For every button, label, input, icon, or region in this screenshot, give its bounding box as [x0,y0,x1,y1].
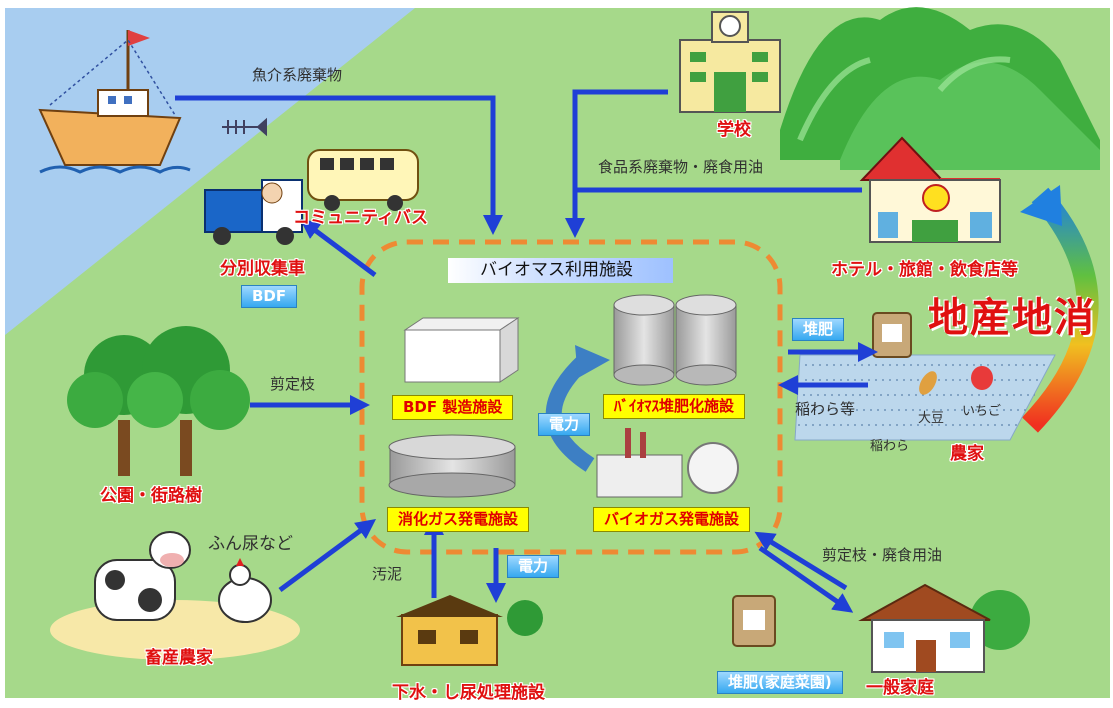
school-label: 学校 [717,120,751,140]
livestock-icon [50,531,300,660]
bdf-fuel-label: BDF [241,285,298,308]
compost-tanks [613,294,737,386]
community-bus-icon [307,149,419,211]
park-label: 公園・街路樹 [100,486,202,506]
fish-bone-icon [222,117,267,137]
seafood-waste-label: 魚介系廃棄物 [252,66,343,84]
biogas-plant-icon [596,428,739,498]
digestion-tank [388,434,516,498]
power-label: 電力 [538,413,591,436]
bdf-plant-label: BDF 製造施設 [392,395,514,420]
sludge-label: 汚泥 [372,565,403,583]
hotel-restaurant-icon [859,136,1001,243]
manure-label: ふん尿など [208,534,293,554]
sewage-plant-icon [396,595,543,666]
hotel-label: ホテル・旅館・飲食店等 [831,260,1018,280]
local-consumption-arc [1022,187,1099,433]
rice-straw-label: 稲わら [870,439,910,454]
compost-plant-label: ﾊﾞｲｵﾏｽ堆肥化施設 [603,394,746,419]
household-compost-label: 堆肥(家庭菜園) [717,671,843,694]
school-icon [679,11,781,113]
bdf-plant-box [403,317,520,383]
garbage-truck-icon [204,179,303,245]
fishing-ship-icon [38,30,191,174]
compost-bag-icon-household [732,595,776,647]
compost-bag-icon [872,312,912,358]
pruned-branches-label: 剪定枝 [270,375,316,393]
household-label: 一般家庭 [866,678,934,698]
sewage-label: 下水・し尿処理施設 [392,683,545,703]
biogas-plant-label: バイオガス発電施設 [593,507,751,532]
park-trees-icon [67,326,250,476]
facility-title: バイオマス利用施設 [448,258,673,283]
household-flow-label: 剪定枝・廃食用油 [822,546,943,564]
farm-compost-label: 堆肥 [792,318,845,341]
livestock-label: 畜産農家 [145,648,213,668]
strawberry-label: いちご [962,404,1002,419]
farm-field [794,354,1056,441]
bus-label: コミュニティバス [293,208,428,228]
straw-flow-label: 稲わら等 [795,400,856,418]
house-icon [858,583,1030,673]
soybean-label: 大豆 [918,411,945,426]
food-waste-label: 食品系廃棄物・廃食用油 [598,158,764,176]
sewage-power-label: 電力 [507,555,560,578]
farm-label: 農家 [950,444,984,464]
local-consumption-slogan: 地産地消 [928,294,1096,341]
digestion-gas-plant-label: 消化ガス発電施設 [387,507,530,532]
truck-label: 分別収集車 [220,259,305,279]
